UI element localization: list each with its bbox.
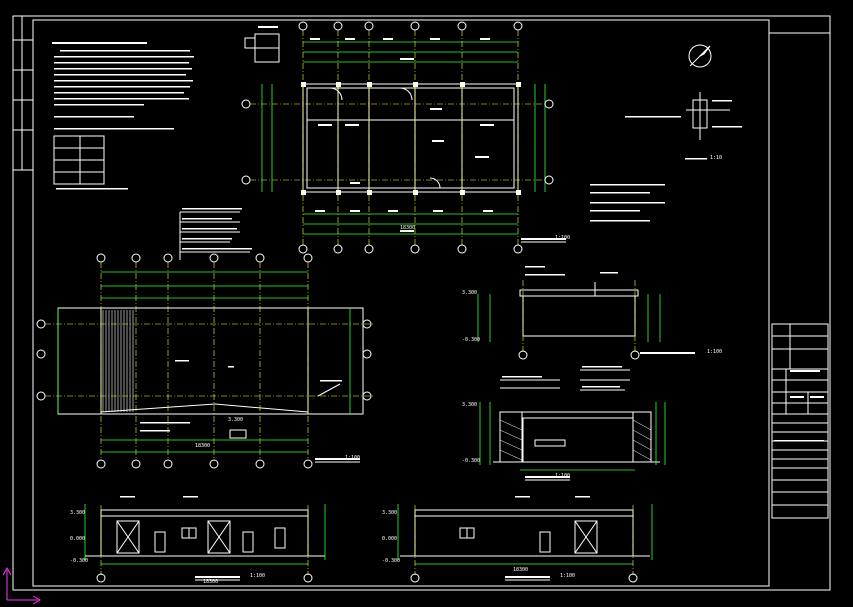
elev-b-level-top: 3.300 [382,510,398,516]
plan-grid-axes [250,30,545,245]
elevation-b-levels [397,504,653,565]
notes-table [53,135,105,185]
detail-scale-label: 1:10 [710,155,723,161]
roof-scale-label: 1:100 [345,455,361,461]
elevation-b-scale-label: 1:100 [560,573,576,579]
plan-dimension-labels [310,38,493,232]
roof-hatch [102,310,134,412]
elev-a-total-length: 18300 [203,579,219,585]
section-a-level-top: 3.300 [462,290,478,296]
floor-plan [302,83,519,193]
plan-total-length: 18300 [400,225,416,231]
elevation-a-scale-label: 1:100 [250,573,266,579]
roof-grid-axes [45,262,375,460]
plan-grid-bubbles [241,21,554,254]
elev-a-level-ground: -0.300 [70,558,89,564]
elevation-a [85,509,325,557]
eave-detail [686,92,730,140]
binding-strip [13,16,33,171]
general-notes [52,42,194,130]
section-a-level-ground: -0.300 [462,337,481,343]
stair-detail [244,33,280,63]
roof-total-length: 18300 [195,443,211,449]
section-a [519,282,639,337]
elev-b-total-length: 18300 [513,567,529,573]
plan-dimensions [261,41,546,235]
north-arrow-icon [688,44,712,68]
legend-notes [590,184,665,222]
title-block [768,20,830,586]
section-1-1-hatch [499,419,652,461]
roof-dimensions [57,271,351,453]
elev-a-level-top: 3.300 [70,510,86,516]
section-11-scale-label: 1:100 [555,473,571,479]
section-1-1 [493,411,660,463]
section-a-scale-label: 1:100 [707,349,723,355]
section-11-level-top: 3.300 [462,402,478,408]
section-a-levels [477,294,661,342]
section-11-level-ground: -0.300 [462,458,481,464]
outer-frame [12,15,831,591]
section-1-1-levels [479,402,666,471]
elevation-b [400,509,650,557]
floor-plan-columns [301,82,521,195]
roof-callout-lines [179,211,341,439]
elev-a-level-zero: 0.000 [70,536,86,542]
elev-b-level-zero: 0.000 [382,536,398,542]
roof-grid-bubbles [36,253,372,469]
roof-eave-level: 3.300 [228,417,244,423]
ucs-icon [2,566,42,605]
elevation-a-levels [84,504,326,565]
plan-scale-label: 1:100 [555,235,571,241]
elev-b-level-ground: -0.300 [382,558,401,564]
